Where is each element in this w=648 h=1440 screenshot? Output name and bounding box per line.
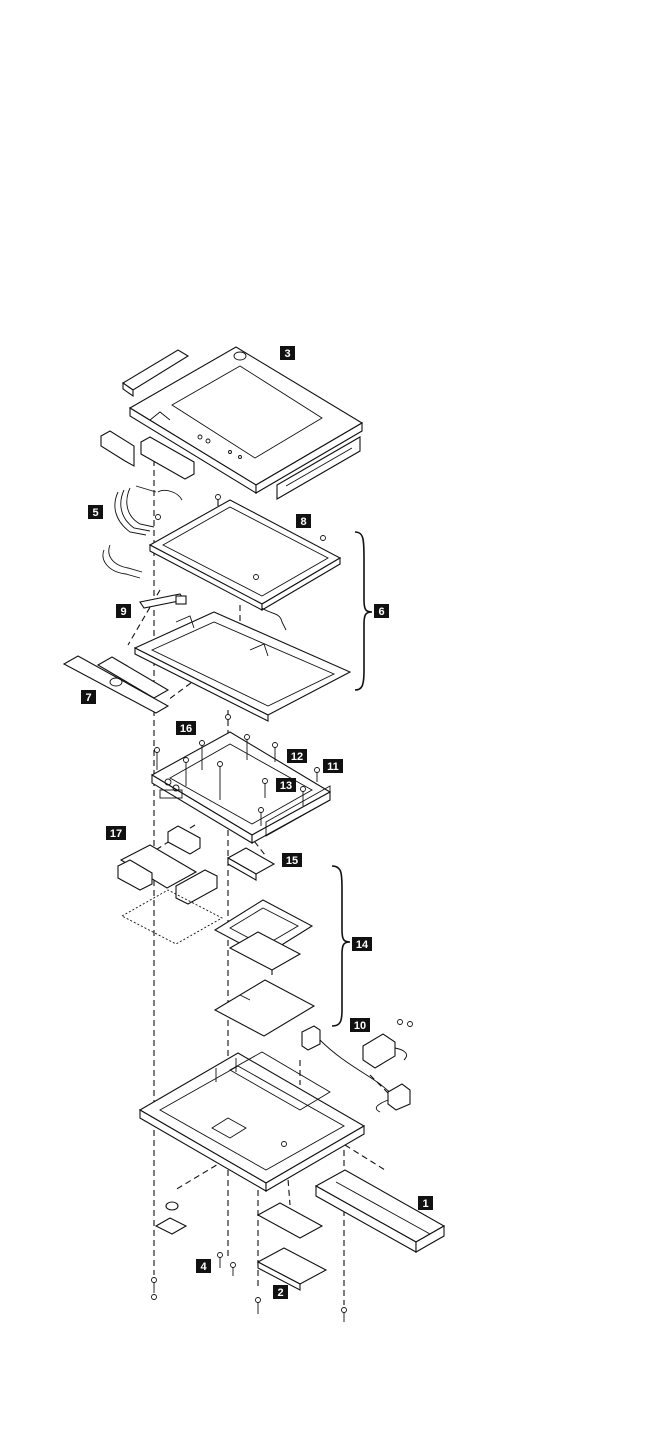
lcd-shield — [64, 656, 168, 713]
svg-text:3: 3 — [284, 348, 290, 360]
bottom-case — [140, 1052, 364, 1191]
svg-text:14: 14 — [356, 939, 369, 951]
callout-2: 2 — [273, 1285, 288, 1299]
hdd-door — [258, 1203, 326, 1290]
callout-11: 11 — [323, 759, 343, 773]
pc-card-parts — [118, 826, 222, 944]
assembly-braces — [332, 532, 372, 1026]
svg-text:17: 17 — [110, 828, 122, 840]
callout-16: 16 — [176, 721, 196, 735]
callout-7: 7 — [81, 690, 96, 704]
brace-part-14 — [332, 866, 350, 1026]
lcd-cables — [103, 486, 182, 578]
callout-17: 17 — [106, 826, 126, 840]
memory-module — [228, 848, 274, 880]
board-stack — [215, 900, 314, 1036]
bottom-small-parts — [156, 1202, 186, 1234]
svg-text:1: 1 — [422, 1198, 428, 1210]
svg-text:4: 4 — [200, 1261, 207, 1273]
svg-text:5: 5 — [92, 507, 98, 519]
callout-15: 15 — [282, 853, 302, 867]
callout-12: 12 — [287, 749, 307, 763]
brace-part-6 — [355, 532, 372, 690]
callout-14: 14 — [352, 937, 372, 951]
callout-10: 10 — [350, 1018, 370, 1032]
svg-text:10: 10 — [354, 1020, 366, 1032]
lcd-frame — [135, 612, 350, 721]
battery-pack — [316, 1170, 444, 1252]
svg-text:6: 6 — [378, 606, 384, 618]
svg-text:8: 8 — [300, 516, 306, 528]
svg-text:9: 9 — [120, 606, 126, 618]
callout-3: 3 — [280, 346, 295, 360]
callout-8: 8 — [296, 514, 311, 528]
inverter-board — [140, 594, 186, 608]
callout-6: 6 — [374, 604, 389, 618]
callout-1: 1 — [418, 1196, 433, 1210]
svg-text:2: 2 — [277, 1287, 283, 1299]
svg-text:13: 13 — [280, 780, 292, 792]
svg-text:12: 12 — [291, 751, 303, 763]
callout-9: 9 — [116, 604, 131, 618]
bottom-screws — [152, 1253, 347, 1323]
lcd-panel — [150, 500, 340, 630]
callout-4: 4 — [196, 1259, 211, 1273]
callout-5: 5 — [88, 505, 103, 519]
callout-13: 13 — [276, 778, 296, 792]
speaker-cable — [302, 1020, 413, 1113]
svg-text:7: 7 — [85, 692, 91, 704]
svg-text:11: 11 — [327, 761, 339, 773]
svg-text:15: 15 — [286, 855, 298, 867]
svg-text:16: 16 — [180, 723, 192, 735]
